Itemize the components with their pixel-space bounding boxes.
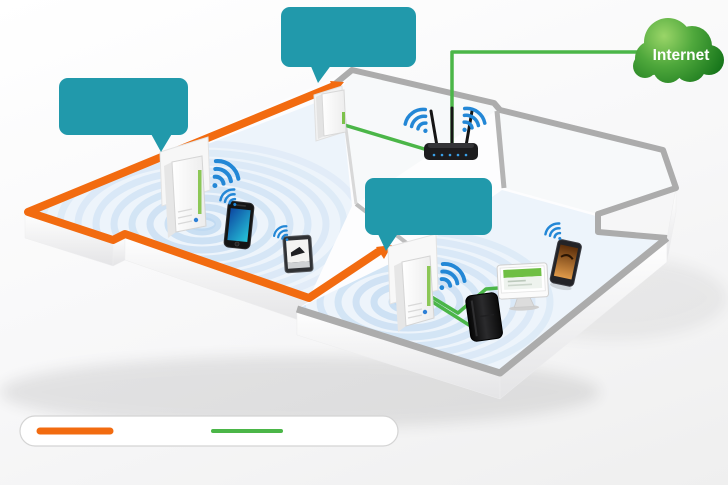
wall-outer-top-right: [333, 67, 679, 241]
floor-top-right-room: [341, 70, 676, 214]
router-led-lights: [432, 153, 468, 157]
callouts: [59, 7, 492, 251]
android-phone: [549, 239, 582, 291]
callout-tail: [310, 64, 332, 83]
powerline-wifi-extender-bottom: [387, 233, 439, 332]
legend: [19, 415, 399, 447]
callout-tail: [150, 132, 173, 152]
powerline-arrowhead-start: [330, 81, 344, 93]
internet-label: Internet: [653, 47, 710, 64]
wall-interior-1: [494, 110, 507, 189]
powerline-adapter: [313, 85, 347, 142]
cable-extender-to-console: [429, 299, 471, 327]
callout-left-room: [59, 78, 188, 152]
floor-bottom-room: [299, 190, 665, 371]
desktop-computer: [496, 262, 549, 311]
house-base-faces: [24, 187, 677, 400]
game-console: [465, 292, 503, 342]
powerline-wifi-extender-left: [159, 136, 211, 238]
internet-cloud: Internet: [633, 18, 724, 83]
callout-tail: [377, 232, 399, 251]
powerline-path: [24, 82, 382, 302]
cable-adapter-to-router: [339, 122, 433, 153]
tablet: [282, 234, 314, 274]
cloud-shape: [633, 18, 724, 83]
iphone: [223, 200, 255, 250]
wall-outer-bottom: [295, 235, 670, 377]
callout-bottom-room: [365, 178, 492, 251]
callout-powerline-adapter: [281, 7, 416, 83]
